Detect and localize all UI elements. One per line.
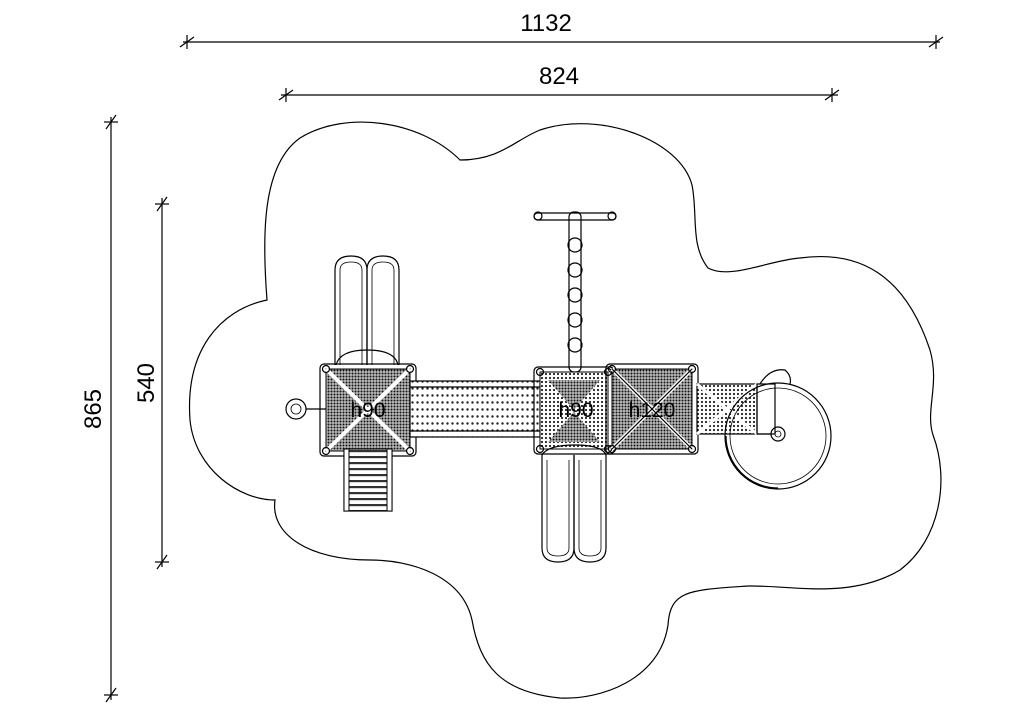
middle-slide-lane-b (573, 455, 607, 563)
left-tower-height-label: h90 (350, 399, 385, 422)
inner-depth-label: 540 (133, 363, 160, 403)
horizontal-bar-top (533, 212, 617, 221)
right-tower-group: h120 (605, 363, 699, 455)
safety-zone-outline (188, 121, 942, 699)
dimension-inner-width: 824 (278, 63, 840, 102)
inner-width-label: 824 (539, 63, 579, 90)
dimension-overall-depth: 865 (80, 114, 118, 703)
left-slide-lane-a (334, 255, 368, 365)
middle-tower-group: h90 (533, 211, 617, 563)
dimension-inner-depth: 540 (133, 196, 169, 570)
dimension-overall-width: 1132 (179, 10, 944, 49)
connecting-bridge (409, 380, 541, 438)
left-slide-lane-b (366, 255, 400, 365)
middle-slide-start (541, 444, 607, 456)
overall-depth-label: 865 (80, 389, 107, 429)
spiral-slide (724, 369, 832, 490)
left-tower-group: h90 (285, 255, 417, 512)
middle-slide-lane-a (541, 455, 575, 563)
overall-width-label: 1132 (520, 10, 572, 37)
left-slide-start (335, 349, 399, 366)
climbing-pole (568, 211, 582, 373)
left-ladder (343, 448, 393, 512)
spiral-slide-outer (724, 382, 832, 490)
middle-tower-height-label: h90 (558, 399, 593, 422)
climbing-net-panel (696, 382, 758, 436)
left-pole-base (285, 398, 307, 420)
right-tower-height-label: h120 (629, 399, 676, 422)
